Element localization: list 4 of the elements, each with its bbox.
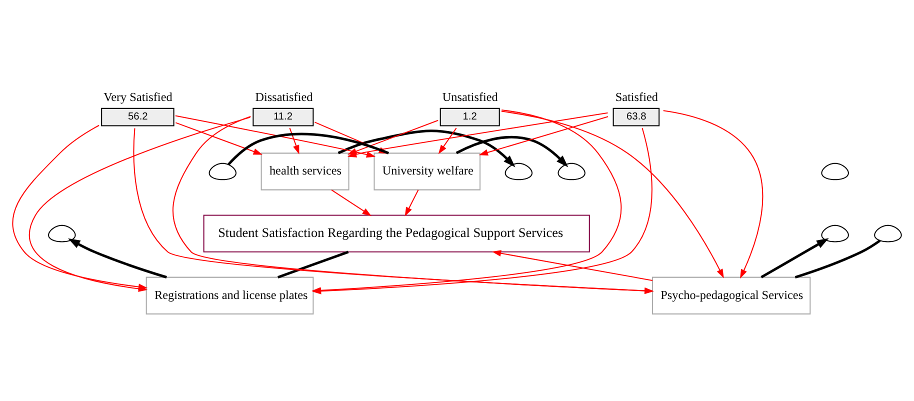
node-label: Very Satisfied: [104, 90, 172, 104]
node-label: Unsatisfied: [442, 90, 498, 104]
node-label: Satisfied: [615, 90, 658, 104]
node-label: Dissatisfied: [255, 90, 313, 104]
